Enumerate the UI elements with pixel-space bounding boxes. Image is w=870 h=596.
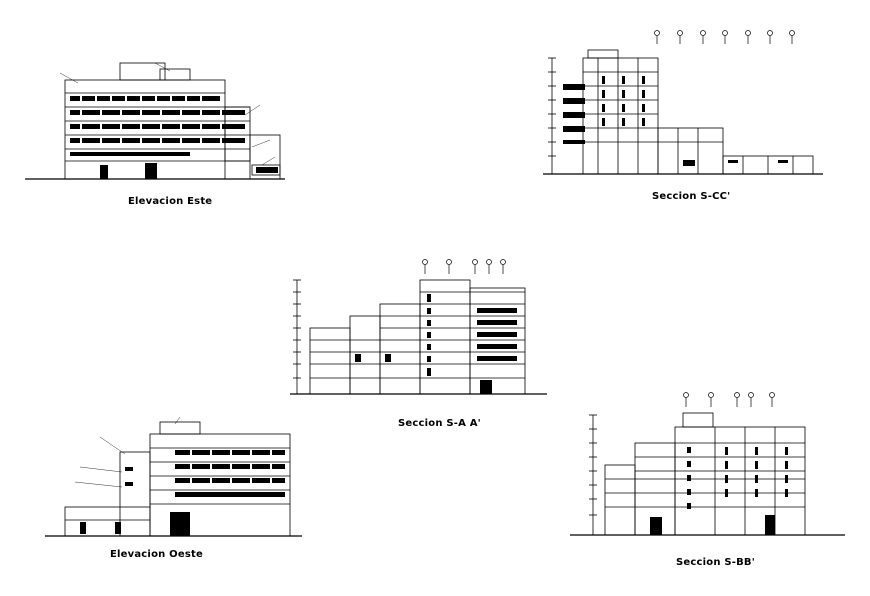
elevacion-este-caption: Elevacion Este xyxy=(128,196,213,207)
elevacion-este-drawing xyxy=(20,55,300,185)
seccion-aa-drawing xyxy=(285,250,555,400)
seccion-cc-svg xyxy=(543,30,823,175)
elevacion-oeste-svg xyxy=(45,416,302,537)
seccion-cc-fills xyxy=(563,76,788,166)
seccion-bb-axis-markers xyxy=(683,392,775,407)
seccion-bb-caption: Seccion S-BB' xyxy=(676,557,755,568)
elevacion-este-svg xyxy=(25,62,285,180)
seccion-bb-svg xyxy=(570,392,845,536)
elevacion-oeste-caption: Elevacion Oeste xyxy=(110,549,203,560)
seccion-bb-drawing xyxy=(565,385,855,545)
elevacion-oeste-windows xyxy=(80,450,285,536)
seccion-bb-fills xyxy=(650,447,788,535)
seccion-cc-caption: Seccion S-CC' xyxy=(652,191,731,202)
elevacion-oeste-drawing xyxy=(40,412,310,542)
seccion-cc-axis-markers xyxy=(654,30,795,44)
seccion-aa-svg xyxy=(290,259,547,395)
seccion-aa-axis-markers xyxy=(422,259,506,274)
elevacion-este-windows xyxy=(70,96,278,179)
seccion-aa-caption: Seccion S-A A' xyxy=(398,418,481,429)
seccion-cc-drawing xyxy=(538,22,828,182)
seccion-aa-fills xyxy=(355,294,517,394)
